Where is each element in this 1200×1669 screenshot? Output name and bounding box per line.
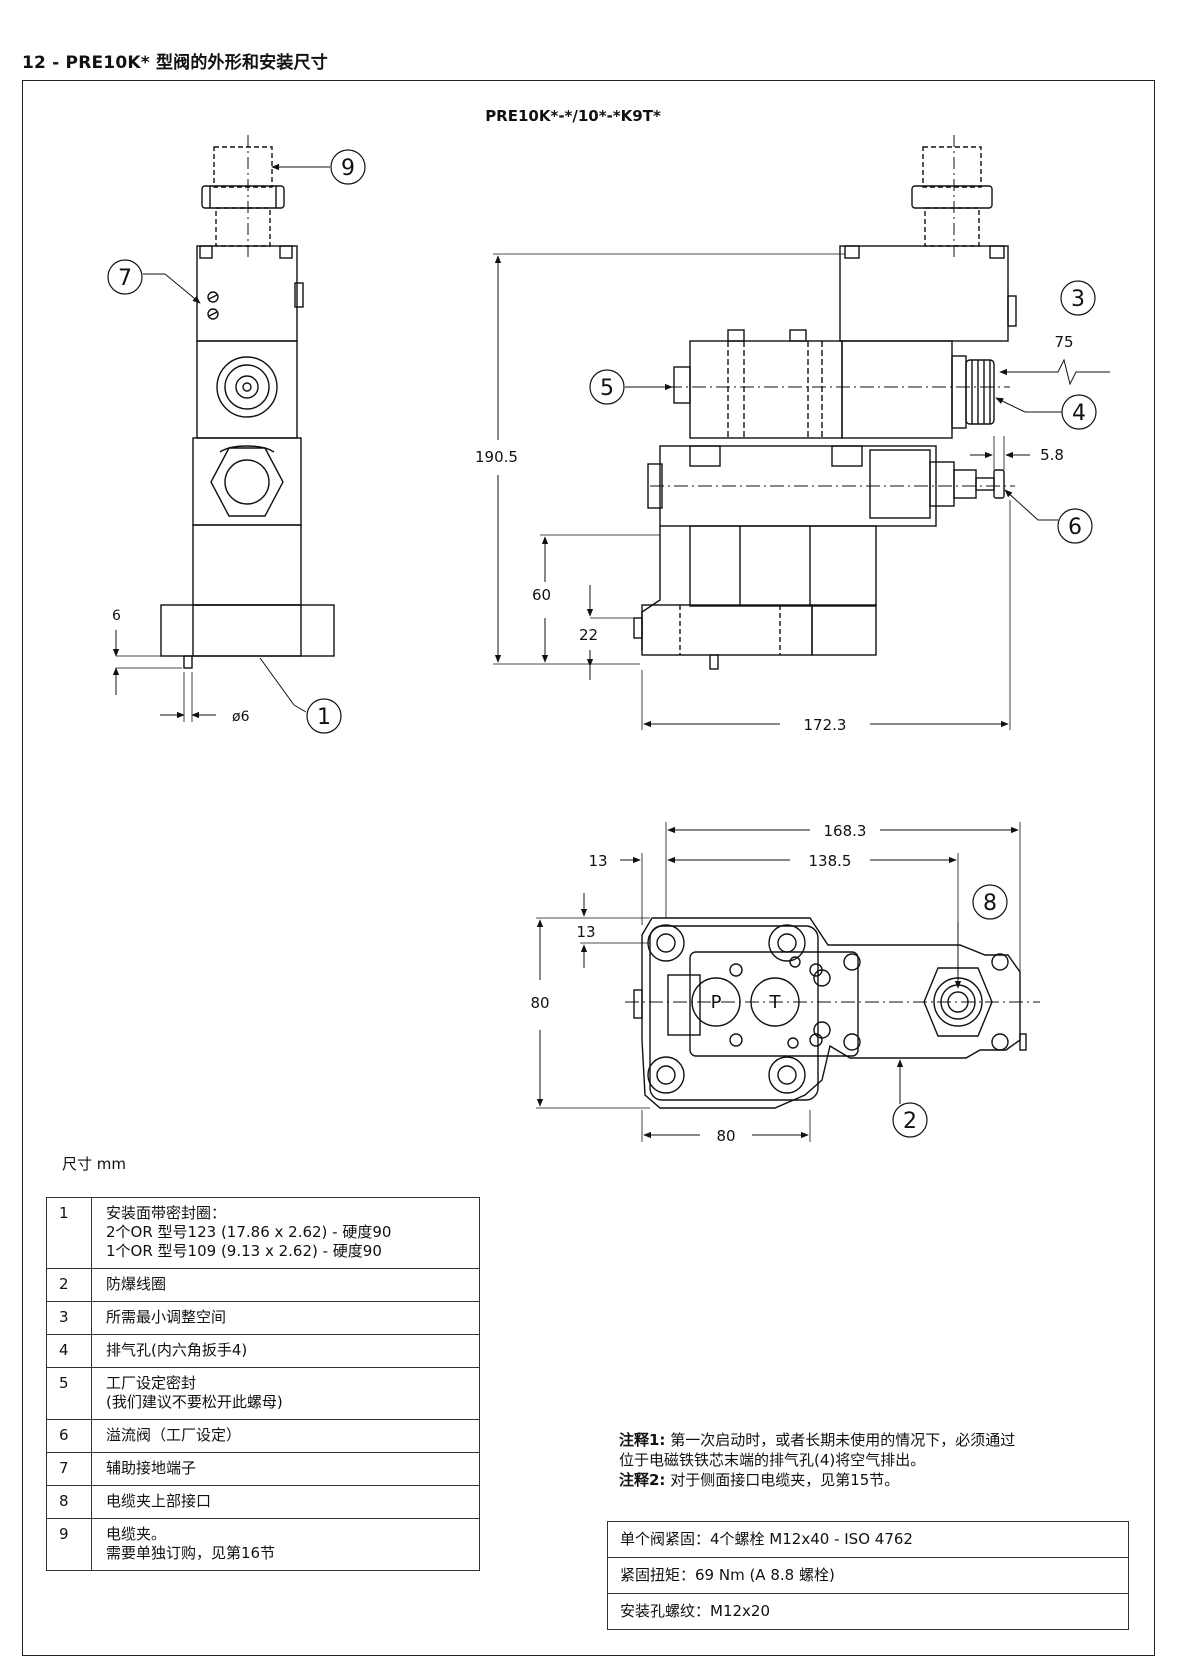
dim-60: 60 bbox=[532, 586, 551, 604]
callout-1: 1 bbox=[306, 698, 342, 734]
front-view-dimensions bbox=[493, 253, 1110, 730]
callout-2: 2 bbox=[892, 1102, 928, 1138]
dim-80-horizontal: 80 bbox=[716, 1127, 735, 1145]
note-1: 注释1: 第一次启动时，或者长期未使用的情况下，必须通过 bbox=[619, 1431, 1016, 1449]
note-1-continued: 位于电磁铁铁芯末端的排气孔(4)将空气排出。 bbox=[619, 1451, 926, 1469]
units-note: 尺寸 mm bbox=[62, 1155, 126, 1173]
dim-phi6: ø6 bbox=[232, 709, 250, 725]
dim-172-3: 172.3 bbox=[804, 716, 847, 734]
svg-text:2: 2 bbox=[903, 1109, 917, 1134]
drawing-frame bbox=[22, 80, 1155, 1656]
fixing-row: 紧固扭矩：69 Nm (A 8.8 螺栓) bbox=[607, 1557, 1129, 1594]
side-view-dimensions bbox=[112, 630, 216, 722]
dim-190-5: 190.5 bbox=[475, 448, 518, 466]
dim-168-3: 168.3 bbox=[824, 822, 867, 840]
notes-block: 注释1: 第一次启动时，或者长期未使用的情况下，必须通过 位于电磁铁铁芯末端的排… bbox=[619, 1430, 1139, 1490]
top-view-dimensions bbox=[536, 822, 1021, 1142]
callout-7: 7 bbox=[107, 259, 143, 295]
note-2: 注释2: 对于侧面接口电缆夹，见第15节。 bbox=[619, 1471, 900, 1489]
fixing-row: 单个阀紧固：4个螺栓 M12x40 - ISO 4762 bbox=[607, 1521, 1129, 1558]
svg-text:6: 6 bbox=[1068, 515, 1082, 540]
dim-138-5: 138.5 bbox=[809, 852, 852, 870]
svg-text:5: 5 bbox=[600, 376, 614, 401]
dim-13-side: 13 bbox=[576, 923, 595, 941]
fixing-row: 安装孔螺纹：M12x20 bbox=[607, 1593, 1129, 1630]
svg-text:7: 7 bbox=[118, 266, 132, 291]
callout-5: 5 bbox=[589, 369, 625, 405]
svg-text:3: 3 bbox=[1071, 287, 1085, 312]
dim-75: 75 bbox=[1054, 333, 1073, 351]
dim-13-top: 13 bbox=[588, 852, 607, 870]
dim-5-8: 5.8 bbox=[1040, 446, 1064, 464]
svg-text:9: 9 bbox=[341, 156, 355, 181]
callout-6: 6 bbox=[1057, 508, 1093, 544]
dim-22: 22 bbox=[579, 626, 598, 644]
dim-80-vertical: 80 bbox=[530, 994, 549, 1012]
svg-text:8: 8 bbox=[983, 891, 997, 916]
svg-text:1: 1 bbox=[317, 705, 331, 730]
callout-4: 4 bbox=[1061, 394, 1097, 430]
top-view-valve bbox=[625, 917, 1040, 1109]
dim-6: 6 bbox=[112, 608, 121, 624]
side-view-valve bbox=[160, 135, 335, 669]
callout-9: 9 bbox=[330, 149, 366, 185]
svg-text:4: 4 bbox=[1072, 401, 1086, 426]
section-title: 12 - PRE10K* 型阀的外形和安装尺寸 bbox=[22, 53, 328, 73]
port-p-label: P bbox=[711, 992, 722, 1013]
callout-8: 8 bbox=[972, 884, 1008, 920]
callout-3: 3 bbox=[1060, 280, 1096, 316]
fixing-table: 单个阀紧固：4个螺栓 M12x40 - ISO 4762 紧固扭矩：69 Nm … bbox=[607, 1521, 1129, 1630]
model-code: PRE10K*-*/10*-*K9T* bbox=[485, 107, 661, 125]
front-view-valve bbox=[633, 135, 1017, 670]
port-t-label: T bbox=[769, 992, 782, 1013]
